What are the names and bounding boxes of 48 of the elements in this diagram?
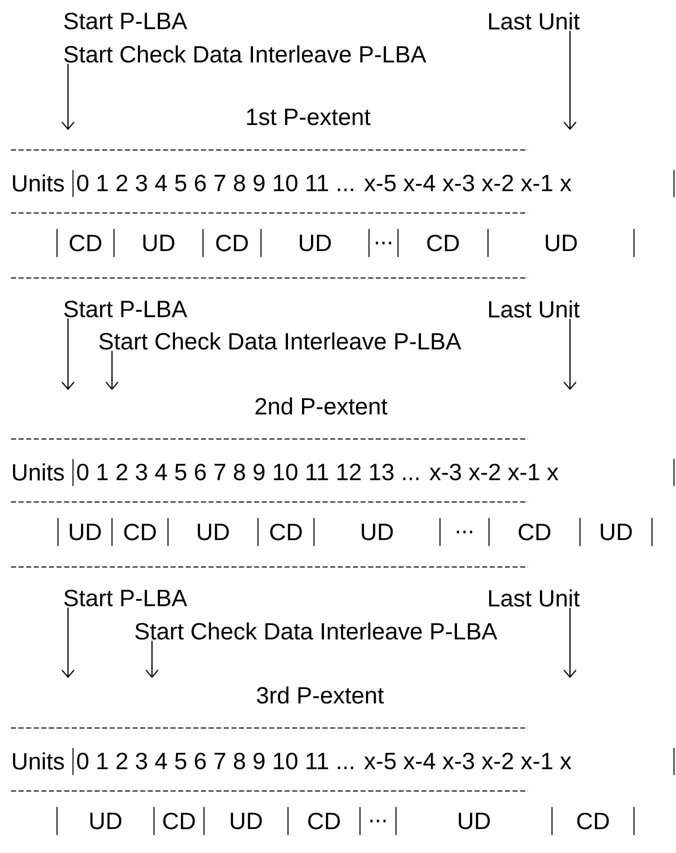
extent-title: 3rd P-extent: [256, 686, 384, 704]
extent-title: 2nd P-extent: [256, 397, 388, 415]
pointer-label: Start P-LBA: [64, 300, 188, 318]
table-cell: UD: [300, 234, 331, 252]
table-cell: UD: [362, 524, 393, 540]
table-cell: CD: [163, 812, 195, 830]
arrow: [146, 640, 158, 678]
arrow: [62, 608, 74, 678]
pointer-label: Start Check Data Interleave P-LBA: [64, 45, 426, 63]
table-cell: UD: [90, 812, 122, 830]
table-cell: ...: [376, 242, 392, 244]
table-cell: UD: [198, 524, 229, 540]
table-cell: CD: [427, 234, 459, 252]
table-cell: UD: [458, 812, 490, 830]
unit-numbers: 0 1 2 3 4 5 6 7 8 9 10 11 ... x-5 x-4 x-3 x-2 x-1 x: [77, 752, 572, 770]
pointer-label: Start P-LBA: [64, 12, 188, 30]
table-cell: CD: [216, 234, 248, 252]
row-label: Units: [13, 752, 64, 770]
unit-numbers: 0 1 2 3 4 5 6 7 8 9 10 11 12 13 ... x-3 x-2 x-1 x: [77, 464, 558, 480]
unit-numbers: 0 1 2 3 4 5 6 7 8 9 10 11 ... x-5 x-4 x-3 x-2 x-1 x: [77, 174, 572, 192]
pointer-label: Start P-LBA: [64, 590, 188, 606]
pointer-label: Last Unit: [489, 12, 580, 30]
pointer-label: Start Check Data Interleave P-LBA: [135, 622, 498, 640]
table-cell: CD: [70, 234, 102, 252]
extent-title: 1st P-extent: [247, 108, 370, 126]
pointer-label: Start Check Data Interleave P-LBA: [99, 332, 462, 350]
table-cell: ...: [370, 820, 386, 822]
table-cell: UD: [143, 234, 174, 252]
arrow: [564, 608, 576, 678]
table-cell: ...: [456, 530, 472, 534]
table-cell: UD: [70, 524, 101, 540]
table-cell: UD: [546, 234, 577, 252]
arrow: [62, 318, 74, 390]
table-cell: CD: [577, 812, 609, 830]
row-label: Units: [13, 463, 64, 481]
table-cell: CD: [308, 812, 340, 830]
arrow: [106, 350, 118, 390]
arrow: [62, 64, 74, 130]
table-cell: UD: [230, 812, 262, 830]
pointer-label: Last Unit: [489, 589, 580, 607]
table-cell: CD: [124, 524, 156, 540]
arrow: [564, 318, 576, 390]
table-cell: UD: [600, 524, 632, 540]
row-label: Units: [13, 174, 64, 192]
arrow: [564, 30, 576, 130]
table-cell: CD: [270, 524, 302, 540]
pointer-label: Last Unit: [489, 300, 580, 318]
table-cell: CD: [518, 524, 550, 540]
